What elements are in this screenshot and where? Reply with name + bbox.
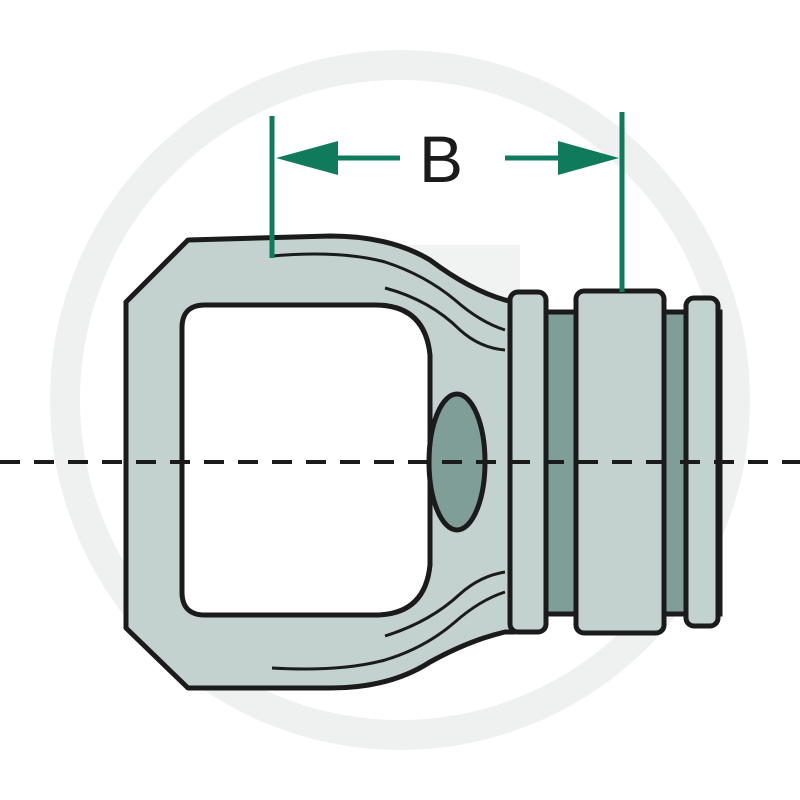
yoke-contour-upper-2 — [384, 286, 506, 352]
yoke-contour-lower-2 — [384, 570, 506, 638]
dimension-label: B — [419, 122, 463, 196]
arrow-head-left — [276, 141, 338, 175]
arrow-head-right — [558, 141, 619, 175]
yoke-contour-lower — [271, 590, 506, 671]
dimension-b: B — [269, 112, 625, 292]
yoke-contour-upper — [271, 252, 506, 332]
